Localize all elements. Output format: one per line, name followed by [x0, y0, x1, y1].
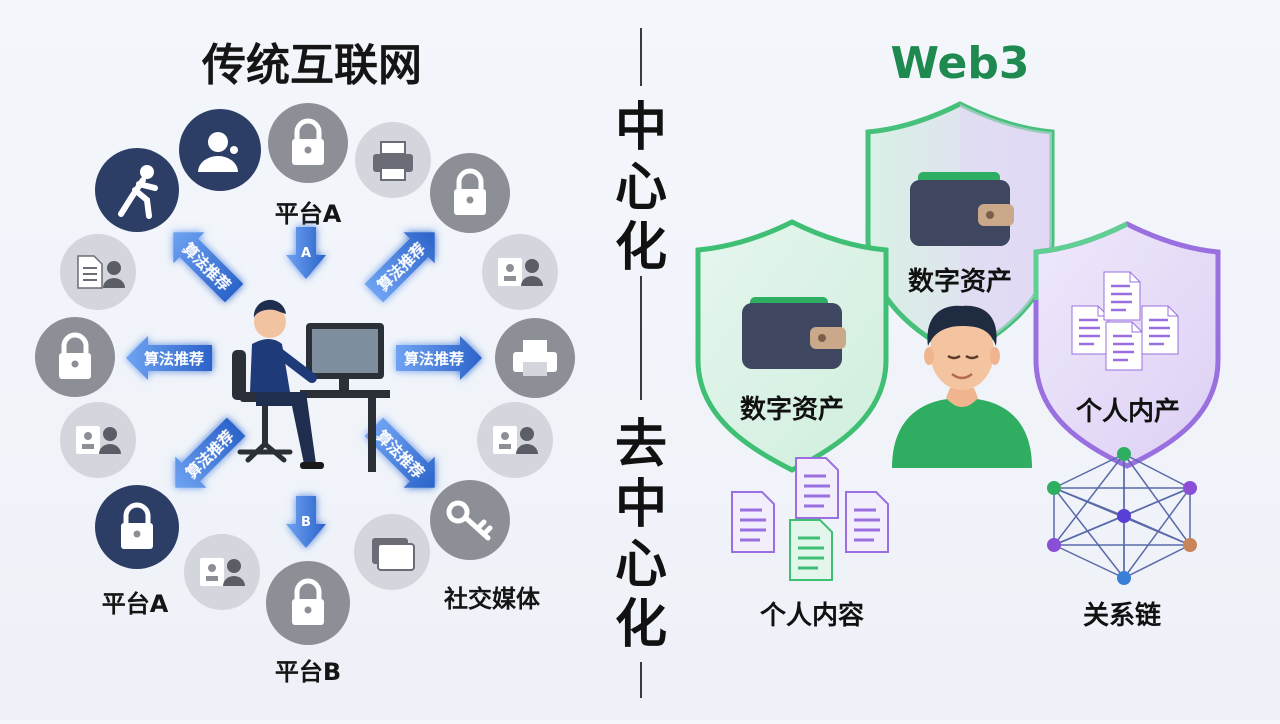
- arrow-badge-a: A: [301, 246, 311, 261]
- label-centralized: 中心化: [615, 98, 667, 278]
- doc-icon-4: [789, 519, 833, 581]
- arrow-algo-right: 算法推荐: [396, 336, 482, 380]
- network-node-top: [1117, 447, 1131, 461]
- arrow-badge-b: B: [301, 515, 311, 530]
- network-node-upper-left: [1047, 481, 1061, 495]
- shield-right-label: 个人内产: [1076, 397, 1180, 427]
- user-at-computer: [232, 299, 390, 472]
- label-personal-content: 个人内容: [760, 600, 864, 631]
- printer-icon-right[interactable]: [495, 318, 575, 398]
- shield-right: 个人内产: [1033, 221, 1221, 469]
- contact-card-icon-right-lower[interactable]: [477, 402, 553, 478]
- network-node-center: [1117, 509, 1131, 523]
- relation-network: [1047, 447, 1197, 585]
- person-icon: [250, 299, 324, 469]
- contact-card-icon-right-upper[interactable]: [482, 234, 558, 310]
- decentralizedText-char: 中: [615, 475, 667, 535]
- centralizedText-char: 中: [615, 98, 667, 158]
- network-node-lower-right: [1183, 538, 1197, 552]
- left-title: 传统互联网: [201, 40, 422, 91]
- locked-file-icon-top[interactable]: [268, 103, 348, 183]
- centralizedText-char: 化: [615, 218, 667, 278]
- document-user-icon-left[interactable]: [60, 234, 136, 310]
- shield-middle-label: 数字资产: [908, 266, 1012, 297]
- cards-icon[interactable]: [354, 514, 430, 590]
- arrow-algo-upper-left: 算法推荐: [173, 232, 244, 303]
- arrow-algo-left: 算法推荐: [126, 336, 212, 380]
- doc-icon-3: [845, 491, 889, 553]
- user-support-icon[interactable]: [179, 109, 261, 191]
- doc-icon-1: [731, 491, 775, 553]
- centralizedText-char: 心: [615, 158, 667, 218]
- doc-icon-2: [795, 457, 839, 519]
- arrow-algo-lower-left: 算法推荐: [175, 417, 246, 488]
- decentralizedText-char: 心: [615, 535, 667, 595]
- label-social-media: 社交媒体: [444, 585, 541, 613]
- locked-file-icon-bottom-left[interactable]: [95, 485, 179, 569]
- wallet-icon-left: [742, 297, 846, 369]
- network-node-upper-right: [1183, 481, 1197, 495]
- label-platform-b: 平台B: [275, 658, 341, 686]
- shield-left: 数字资产: [695, 219, 889, 473]
- monitor-icon: [306, 323, 384, 391]
- label-decentralized: 去中心化: [615, 415, 667, 655]
- wallet-icon-middle: [910, 172, 1014, 246]
- network-node-lower-left: [1047, 538, 1061, 552]
- contact-card-icon-left-lower[interactable]: [60, 402, 136, 478]
- user-avatar: [892, 305, 1032, 468]
- arrow-down-a: A: [286, 227, 326, 279]
- personal-content-documents: [731, 457, 889, 581]
- label-platform-a-top: 平台A: [275, 200, 342, 228]
- decentralizedText-char: 化: [615, 595, 667, 655]
- label-platform-a-bottom: 平台A: [102, 590, 169, 618]
- keys-icon[interactable]: [430, 480, 510, 560]
- shield-middle: 数字资产: [865, 101, 1055, 359]
- network-node-bottom: [1117, 571, 1131, 585]
- locked-file-icon-left[interactable]: [35, 317, 115, 397]
- arrow-algo-upper-right: 算法推荐: [364, 232, 435, 303]
- contact-card-icon-bottom[interactable]: [184, 534, 260, 610]
- platform-icon-ring: [35, 103, 575, 645]
- printer-icon-top[interactable]: [355, 122, 431, 198]
- label-relation-chain: 关系链: [1083, 600, 1161, 631]
- desk-icon: [300, 390, 390, 472]
- right-title: Web3: [891, 38, 1030, 89]
- arrow-label-left: 算法推荐: [144, 350, 204, 368]
- algorithm-arrows: 算法推荐 算法推荐 算法推荐 算法推荐 算法推荐 算法推荐 A: [126, 227, 482, 548]
- arrow-label-right: 算法推荐: [404, 350, 464, 368]
- arrow-down-b: B: [286, 496, 326, 548]
- decentralizedText-char: 去: [615, 415, 667, 475]
- walking-person-icon[interactable]: [95, 148, 179, 232]
- shield-left-label: 数字资产: [740, 394, 844, 425]
- lock-icon-right-top[interactable]: [430, 153, 510, 233]
- lock-icon-platform-b[interactable]: [266, 561, 350, 645]
